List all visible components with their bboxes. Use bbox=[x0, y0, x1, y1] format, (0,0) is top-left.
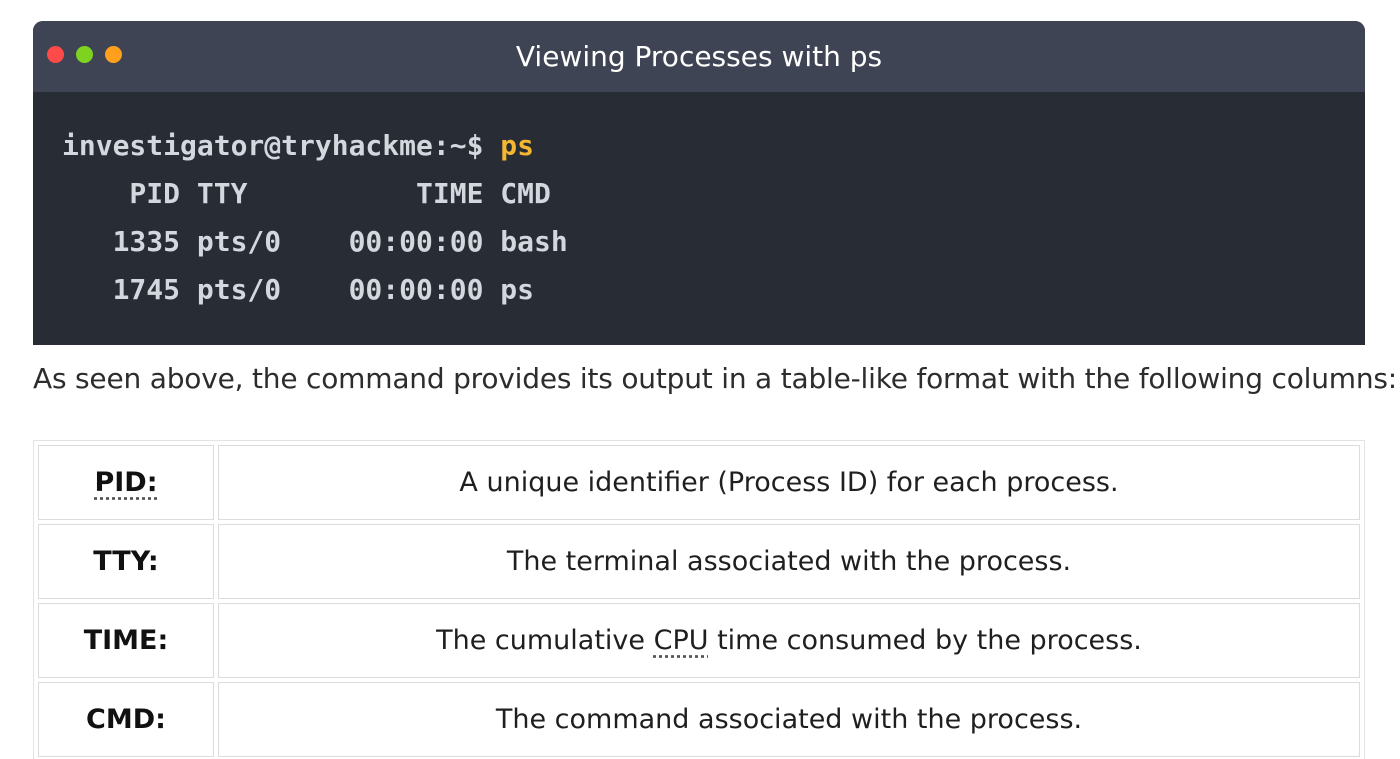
terminal-window: Viewing Processes with ps investigator@t… bbox=[33, 21, 1365, 345]
column-key-cell: PID: bbox=[38, 445, 214, 520]
table-row: PID: A unique identifier (Process ID) fo… bbox=[38, 445, 1360, 520]
cpu-abbreviation: CPU bbox=[653, 625, 709, 656]
description-part: time consumed by the process. bbox=[708, 625, 1142, 656]
output-header-line: PID TTY TIME CMD bbox=[62, 177, 551, 210]
terminal-output: investigator@tryhackme:~$ ps PID TTY TIM… bbox=[62, 122, 568, 314]
close-dot-icon bbox=[47, 46, 64, 63]
terminal-title: Viewing Processes with ps bbox=[515, 40, 883, 73]
shell-prompt: investigator@tryhackme:~$ bbox=[62, 129, 484, 162]
table-row: TTY: The terminal associated with the pr… bbox=[38, 524, 1360, 599]
columns-table: PID: A unique identifier (Process ID) fo… bbox=[33, 440, 1365, 759]
output-line: 1745 pts/0 00:00:00 ps bbox=[62, 273, 535, 306]
column-description-cell: The command associated with the process. bbox=[218, 682, 1360, 757]
maximize-dot-icon bbox=[76, 46, 93, 63]
description-text: As seen above, the command provides its … bbox=[33, 362, 1397, 395]
minimize-dot-icon bbox=[105, 46, 122, 63]
output-line: 1335 pts/0 00:00:00 bash bbox=[62, 225, 568, 258]
column-description-cell: A unique identifier (Process ID) for eac… bbox=[218, 445, 1360, 520]
column-description-cell: The cumulative CPU time consumed by the … bbox=[218, 603, 1360, 678]
column-key-cell: TIME: bbox=[38, 603, 214, 678]
table-row: TIME: The cumulative CPU time consumed b… bbox=[38, 603, 1360, 678]
column-description-cell: The terminal associated with the process… bbox=[218, 524, 1360, 599]
terminal-titlebar: Viewing Processes with ps bbox=[33, 21, 1365, 92]
prompt-line: investigator@tryhackme:~$ ps bbox=[62, 122, 568, 170]
column-key-cell: TTY: bbox=[38, 524, 214, 599]
pid-abbreviation: PID: bbox=[94, 467, 158, 498]
description-part: The cumulative bbox=[436, 625, 654, 656]
table-row: CMD: The command associated with the pro… bbox=[38, 682, 1360, 757]
column-key-cell: CMD: bbox=[38, 682, 214, 757]
window-controls bbox=[47, 46, 122, 63]
typed-command: ps bbox=[500, 129, 535, 162]
